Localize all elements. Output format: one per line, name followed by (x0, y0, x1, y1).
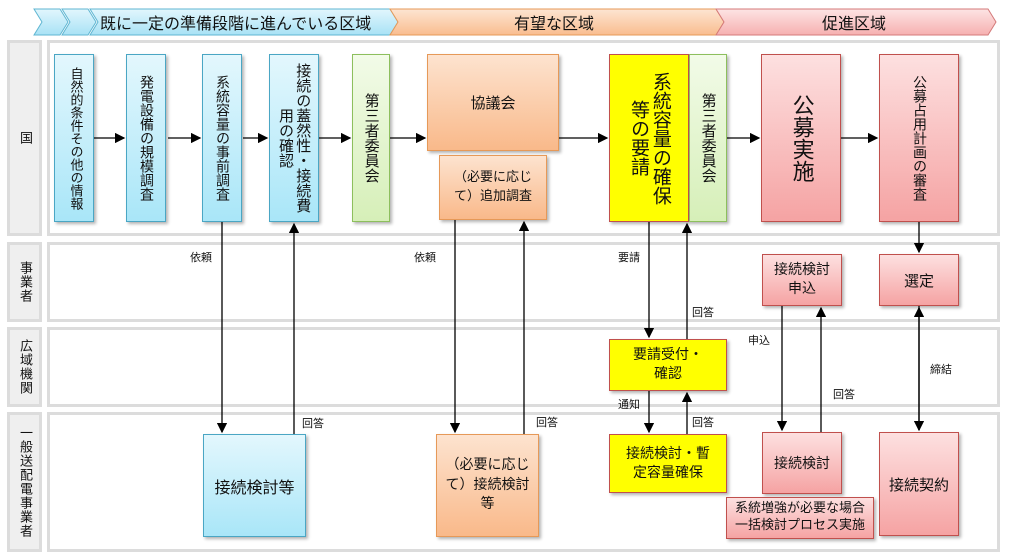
box-selection: 選定 (879, 254, 959, 306)
box-third-party-1: 第三者委員会 (352, 54, 390, 222)
box-plan-review-text: 公募占用計画の審査 (911, 75, 928, 201)
label-reply-2: 回答 (536, 416, 558, 429)
box-generation-scale: 発電設備の規模調査 (126, 54, 166, 222)
phase-promising: 有望な区域 (514, 14, 595, 33)
label-reply-1: 回答 (302, 417, 324, 430)
box-request-receipt: 要請受付・確認 (609, 339, 727, 391)
label-reply-5: 回答 (833, 388, 855, 401)
lane-label-jigyosha: 事業者 (7, 242, 42, 322)
label-notify: 通知 (618, 398, 640, 411)
box-public-offering-text: 公募実施 (788, 94, 814, 182)
phase-banner (33, 8, 997, 36)
label-apply: 申込 (748, 334, 770, 347)
box-application: 接続検討申込 (762, 254, 842, 306)
box-plan-review: 公募占用計画の審査 (879, 54, 959, 222)
box-connection-study-2: （必要に応じて）接続検討等 (436, 434, 539, 537)
label-reply-4: 回答 (692, 416, 714, 429)
label-reply-3: 回答 (692, 306, 714, 319)
phase-3-shape (715, 8, 997, 36)
box-council: 協議会 (427, 54, 559, 151)
box-third-party-2-text: 第三者委員会 (699, 93, 718, 183)
box-third-party-1-text: 第三者委員会 (362, 93, 381, 183)
box-natural-conditions: 自然的条件その他の情報 (54, 54, 94, 222)
box-grid-capacity-pre-text: 系統容量の事前調査 (214, 75, 231, 201)
lane-label-koiki: 広域機関 (7, 327, 42, 407)
box-connection-study-1-text: 接続検討等 (214, 477, 295, 497)
box-connection-study-2-text: （必要に応じて）接続検討等 (445, 457, 530, 513)
phase-promotion: 促進区域 (822, 14, 887, 33)
lane-koiki (47, 327, 1000, 407)
box-capacity-request: 系統容量の確保等の要請 (609, 54, 689, 222)
box-council-text: 協議会 (470, 94, 516, 112)
box-additional-survey: （必要に応じて）追加調査 (439, 155, 547, 220)
box-bulk-study-text: 系統増強が必要な場合一括検討プロセス実施 (734, 501, 865, 533)
box-generation-scale-text: 発電設備の規模調査 (138, 75, 155, 201)
box-connection-study-3-text: 接続検討 (774, 456, 830, 472)
lane-label-kuni: 国 (7, 40, 42, 236)
box-connection-study-3: 接続検討 (762, 432, 842, 494)
box-connection-study-1: 接続検討等 (203, 434, 306, 537)
phase-ready: 既に一定の準備段階に進んでいる区域 (100, 14, 372, 33)
box-request-receipt-text: 要請受付・確認 (633, 347, 703, 382)
chevron-1 (33, 8, 69, 36)
box-bulk-study: 系統増強が必要な場合一括検討プロセス実施 (726, 497, 874, 539)
label-request-2: 依頼 (414, 251, 436, 264)
lane-label-ippan: 一般送配電事業者 (7, 412, 42, 552)
box-capacity-request-text: 系統容量の確保等の要請 (628, 71, 672, 205)
label-conclude: 締結 (930, 363, 952, 376)
box-connection-probability: 接続の蓋然性・接続費用の確認 (269, 54, 319, 222)
box-additional-survey-text: （必要に応じて）追加調査 (453, 170, 532, 204)
box-connection-contract-text: 接続契約 (888, 475, 949, 494)
label-yosei: 要請 (618, 251, 640, 264)
box-public-offering: 公募実施 (761, 54, 841, 222)
box-provisional-capacity-text: 接続検討・暫定容量確保 (626, 445, 710, 481)
box-selection-text: 選定 (903, 271, 934, 290)
box-natural-conditions-text: 自然的条件その他の情報 (67, 66, 83, 210)
box-third-party-2: 第三者委員会 (689, 54, 727, 222)
chevron-2 (61, 8, 97, 36)
box-application-text: 接続検討申込 (774, 262, 830, 297)
box-connection-probability-text: 接続の蓋然性・接続費用の確認 (277, 63, 313, 213)
box-provisional-capacity: 接続検討・暫定容量確保 (609, 434, 727, 493)
label-request-1: 依頼 (190, 251, 212, 264)
box-grid-capacity-pre: 系統容量の事前調査 (202, 54, 242, 222)
box-connection-contract: 接続契約 (879, 432, 959, 536)
